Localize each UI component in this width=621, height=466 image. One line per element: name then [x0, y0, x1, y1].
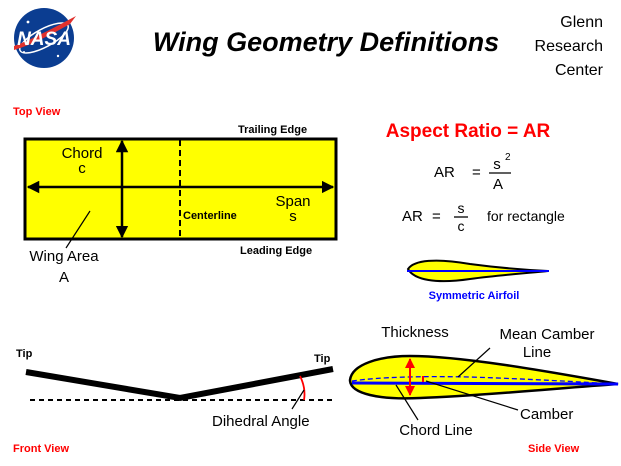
- chord-line-label: Chord Line: [399, 422, 472, 439]
- formula-1-equals: =: [472, 164, 481, 181]
- chord-line: [351, 381, 619, 386]
- camber-label: Camber: [520, 406, 573, 423]
- nasa-logo-star: [56, 54, 60, 58]
- formula-2-denominator: c: [458, 218, 465, 234]
- chord-line-leader: [395, 384, 419, 421]
- formula-1-denominator: A: [493, 176, 503, 193]
- nasa-logo-orbit: [19, 22, 69, 54]
- wing-area-label: Wing Area: [29, 248, 99, 265]
- aspect-ratio-section: Aspect Ratio = AR AR = s 2 A AR = s c fo…: [386, 121, 565, 234]
- span-symbol: s: [289, 208, 297, 225]
- formula-2-equals: =: [432, 208, 441, 225]
- dihedral-leader: [291, 389, 305, 410]
- nasa-logo-wordmark: NASA: [17, 29, 71, 50]
- nasa-logo: NASA: [14, 8, 76, 68]
- leading-edge-label: Leading Edge: [240, 245, 312, 257]
- formula-2-note: for rectangle: [487, 208, 565, 224]
- symmetric-airfoil-label: Symmetric Airfoil: [429, 290, 520, 302]
- nasa-logo-vector: [14, 16, 76, 50]
- nasa-logo-star: [26, 20, 30, 24]
- mean-camber-label-2: Line: [523, 344, 551, 361]
- camber-leader: [425, 380, 519, 411]
- dihedral-angle-arc: [299, 375, 306, 401]
- tip-right-label: Tip: [314, 353, 331, 365]
- formula-1-exponent: 2: [505, 152, 511, 163]
- formula-2-numerator: s: [458, 200, 465, 216]
- formula-1-numerator: s: [493, 156, 501, 173]
- thickness-label: Thickness: [381, 324, 449, 341]
- formula-2-lhs: AR: [402, 208, 423, 225]
- side-view: Thickness Mean Camber Line Camber Chord …: [348, 324, 619, 455]
- symmetric-airfoil: Symmetric Airfoil: [406, 259, 549, 302]
- org-name-line-1: Glenn: [560, 14, 603, 31]
- span-label: Span: [275, 193, 310, 210]
- top-view: Top View Trailing Edge Chord c Span s Ce…: [13, 106, 338, 286]
- formula-1-lhs: AR: [434, 164, 455, 181]
- wing-area-symbol: A: [59, 269, 69, 286]
- centerline-label: Centerline: [183, 210, 237, 222]
- front-view-label: Front View: [13, 443, 69, 455]
- dihedral-wing: [25, 366, 334, 402]
- tip-left-label: Tip: [16, 348, 33, 360]
- org-name-line-3: Center: [555, 62, 604, 79]
- chord-label: Chord: [62, 145, 103, 162]
- trailing-edge-label: Trailing Edge: [238, 124, 307, 136]
- mean-camber-label-1: Mean Camber: [499, 326, 594, 343]
- wing-area-leader: [65, 210, 91, 249]
- side-view-label: Side View: [528, 443, 580, 455]
- top-view-label: Top View: [13, 106, 61, 118]
- mean-camber-line: [351, 375, 619, 385]
- mean-camber-leader: [457, 347, 491, 378]
- chord-symbol: c: [78, 160, 86, 177]
- aspect-ratio-title: Aspect Ratio = AR: [386, 121, 551, 142]
- dihedral-angle-label: Dihedral Angle: [212, 413, 310, 430]
- page-title: Wing Geometry Definitions: [153, 27, 499, 57]
- org-name-line-2: Research: [535, 38, 603, 55]
- front-view: Tip Tip Dihedral Angle Front View: [13, 348, 335, 455]
